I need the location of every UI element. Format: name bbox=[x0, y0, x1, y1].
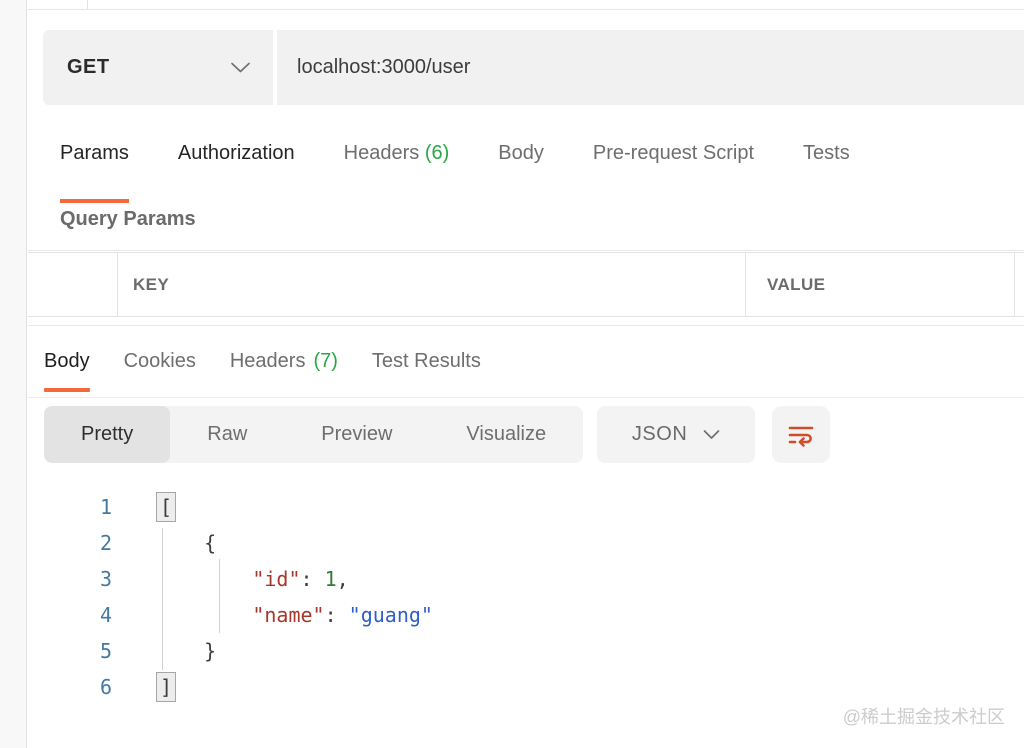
code-line: 6] bbox=[28, 669, 1024, 705]
request-tabs: Params Authorization Headers (6) Body Pr… bbox=[60, 142, 850, 203]
code-text: [ bbox=[112, 492, 177, 522]
tab-label: Headers bbox=[343, 142, 420, 164]
tab-strip-divider bbox=[87, 0, 88, 9]
tab-authorization[interactable]: Authorization bbox=[178, 142, 295, 179]
view-mode-switcher: Pretty Raw Preview Visualize bbox=[44, 406, 584, 463]
query-params-table: KEY VALUE bbox=[28, 252, 1024, 317]
tab-label: Body bbox=[498, 142, 544, 164]
request-panel-divider bbox=[28, 250, 1024, 251]
code-text: } bbox=[204, 639, 217, 663]
tab-body[interactable]: Body bbox=[498, 142, 544, 179]
tab-test-results[interactable]: Test Results bbox=[372, 326, 481, 397]
code-lines: 1[2 {3 "id": 1,4 "name": "guang"5 }6] bbox=[28, 489, 1024, 705]
column-header-key: KEY bbox=[133, 274, 170, 294]
query-params-heading: Query Params bbox=[60, 208, 196, 230]
left-sidebar-rail bbox=[0, 0, 27, 748]
response-body-code[interactable]: 1[2 {3 "id": 1,4 "name": "guang"5 }6] bbox=[28, 489, 1024, 748]
response-header: Body Cookies Headers (7) Test Results bbox=[28, 325, 1024, 398]
watermark: @稀土掘金技术社区 bbox=[842, 707, 1005, 727]
response-toolbar: Pretty Raw Preview Visualize JSON bbox=[44, 406, 1024, 463]
indent-guide bbox=[219, 559, 220, 633]
column-header-value: VALUE bbox=[767, 274, 826, 294]
tab-label: Authorization bbox=[177, 142, 295, 164]
method-dropdown[interactable]: GET bbox=[43, 30, 273, 105]
code-line: 3 "id": 1, bbox=[28, 561, 1024, 597]
code-text: "id": 1, bbox=[252, 567, 349, 591]
line-number: 3 bbox=[99, 567, 112, 591]
tab-tests[interactable]: Tests bbox=[803, 142, 850, 179]
tab-label: Headers bbox=[229, 350, 306, 372]
headers-count-badge: (6) bbox=[424, 142, 450, 164]
code-line: 4 "name": "guang" bbox=[28, 597, 1024, 633]
method-label: GET bbox=[67, 56, 110, 78]
code-line: 1[ bbox=[28, 489, 1024, 525]
table-column-divider bbox=[1014, 253, 1015, 316]
code-text: "name": "guang" bbox=[252, 603, 433, 627]
code-text: ] bbox=[112, 672, 177, 702]
chevron-down-icon bbox=[703, 429, 720, 440]
url-input[interactable]: localhost:3000/user bbox=[277, 30, 1024, 105]
request-url-bar: GET localhost:3000/user bbox=[43, 30, 1024, 105]
table-column-divider bbox=[745, 253, 746, 316]
format-label: JSON bbox=[631, 423, 688, 445]
tab-pre-request-script[interactable]: Pre-request Script bbox=[593, 142, 754, 179]
table-column-divider bbox=[117, 253, 118, 316]
tab-headers[interactable]: Headers (6) bbox=[344, 142, 450, 179]
line-number: 5 bbox=[99, 639, 112, 663]
line-number: 6 bbox=[99, 675, 112, 699]
view-mode-pretty[interactable]: Pretty bbox=[44, 406, 171, 463]
tab-label: Body bbox=[44, 350, 90, 372]
response-tabs: Body Cookies Headers (7) Test Results bbox=[44, 326, 481, 397]
view-mode-raw[interactable]: Raw bbox=[207, 423, 248, 445]
tab-label: Pre-request Script bbox=[592, 142, 755, 164]
tab-response-cookies[interactable]: Cookies bbox=[124, 326, 196, 397]
url-text: localhost:3000/user bbox=[297, 56, 471, 78]
tab-response-headers[interactable]: Headers (7) bbox=[230, 326, 338, 397]
tab-label: Tests bbox=[803, 142, 850, 164]
bracket-match-highlight: [ bbox=[156, 492, 177, 522]
tab-label: Params bbox=[60, 142, 129, 164]
code-line: 5 } bbox=[28, 633, 1024, 669]
view-mode-preview[interactable]: Preview bbox=[321, 423, 393, 445]
line-number: 2 bbox=[99, 531, 112, 555]
line-number: 4 bbox=[99, 603, 112, 627]
chevron-down-icon bbox=[230, 61, 251, 74]
indent-guide bbox=[162, 528, 163, 670]
code-text: { bbox=[204, 531, 217, 555]
tab-params[interactable]: Params bbox=[60, 142, 129, 203]
headers-count-badge: (7) bbox=[313, 350, 338, 372]
tab-label: Test Results bbox=[371, 350, 481, 372]
format-dropdown[interactable]: JSON bbox=[597, 406, 756, 463]
tab-label: Cookies bbox=[123, 350, 196, 372]
tab-response-body[interactable]: Body bbox=[44, 326, 90, 397]
top-divider bbox=[28, 9, 1024, 10]
bracket-match-highlight: ] bbox=[156, 672, 177, 702]
wrap-line-icon bbox=[787, 422, 815, 448]
view-mode-visualize[interactable]: Visualize bbox=[466, 423, 547, 445]
line-number: 1 bbox=[99, 495, 112, 519]
wrap-text-button[interactable] bbox=[772, 406, 831, 463]
code-line: 2 { bbox=[28, 525, 1024, 561]
